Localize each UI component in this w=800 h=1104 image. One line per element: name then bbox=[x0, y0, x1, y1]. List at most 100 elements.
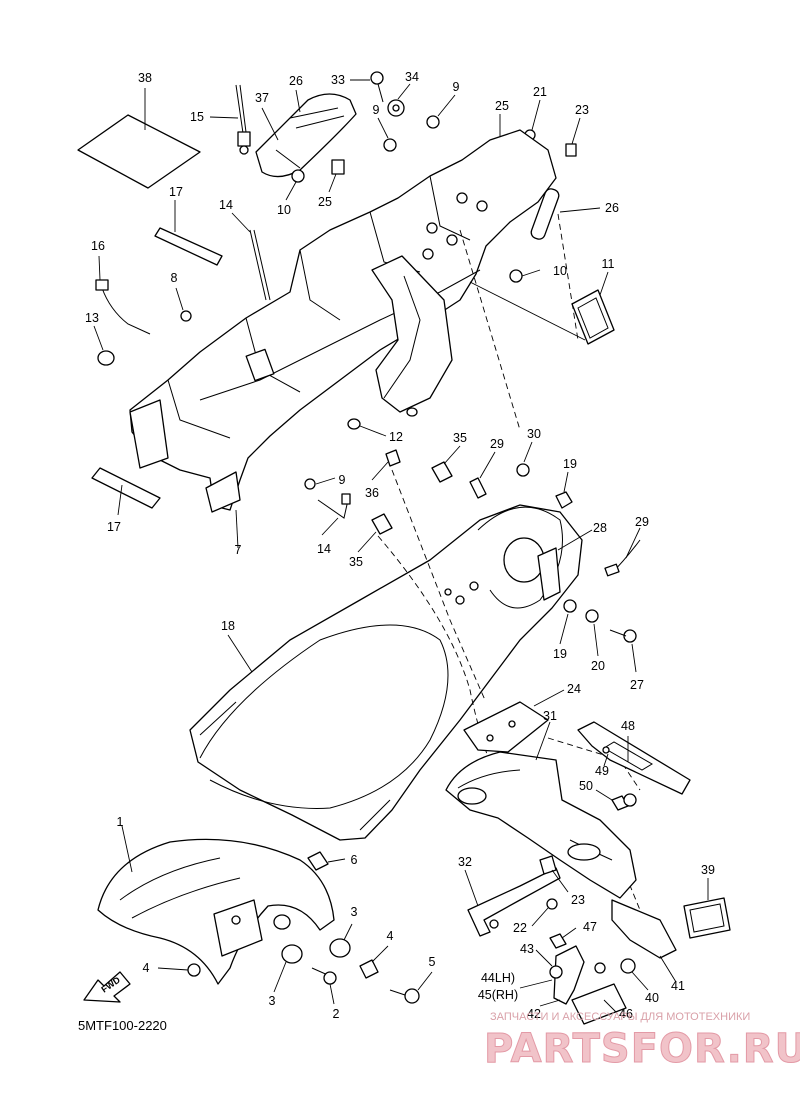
nut-19-lower-part bbox=[559, 599, 577, 645]
bolt-9-lower-part bbox=[304, 477, 336, 490]
clip-36-part bbox=[371, 449, 401, 481]
callout-28: 28 bbox=[593, 521, 607, 535]
reflector-11-part bbox=[571, 271, 615, 345]
callout-46: 46 bbox=[619, 1007, 633, 1021]
callout-13: 13 bbox=[85, 311, 99, 325]
bracket-32-part bbox=[464, 867, 561, 937]
nut-6-part bbox=[307, 851, 346, 871]
callout-26: 26 bbox=[289, 74, 303, 88]
callout-41: 41 bbox=[671, 979, 685, 993]
callout-45-rh: 45(RH) bbox=[478, 988, 518, 1002]
callout-9: 9 bbox=[453, 80, 460, 94]
cover-24-part bbox=[463, 689, 565, 753]
callout-18: 18 bbox=[221, 619, 235, 633]
callout-3: 3 bbox=[351, 905, 358, 919]
callout-17: 17 bbox=[107, 520, 121, 534]
bolt-5-part bbox=[389, 971, 433, 1004]
clip-25-part bbox=[328, 159, 345, 193]
nut-49-part bbox=[602, 746, 610, 767]
callout-10: 10 bbox=[277, 203, 291, 217]
callout-36: 36 bbox=[365, 486, 379, 500]
callout-21: 21 bbox=[533, 85, 547, 99]
callout-7: 7 bbox=[235, 543, 242, 557]
callout-39: 39 bbox=[701, 863, 715, 877]
bolt-42-part bbox=[539, 962, 606, 1007]
front-fender-part bbox=[97, 825, 335, 985]
callout-29: 29 bbox=[635, 515, 649, 529]
bolt-2-part bbox=[311, 967, 337, 1005]
clip-35-lower-part bbox=[357, 513, 393, 553]
callout-27: 27 bbox=[630, 678, 644, 692]
watermark: ЗАПЧАСТИ И АКСЕССУАРЫ ДЛЯ МОТОТЕХНИКИ PA… bbox=[484, 1011, 800, 1073]
damper-12-part bbox=[347, 407, 418, 437]
grommet-10-top-part bbox=[285, 169, 305, 201]
callout-14: 14 bbox=[219, 198, 233, 212]
grommet-30-part bbox=[516, 441, 533, 477]
callout-4: 4 bbox=[387, 929, 394, 943]
callout-48: 48 bbox=[621, 719, 635, 733]
callout-10: 10 bbox=[553, 264, 567, 278]
watermark-brand: PARTSFOR.RU bbox=[484, 1026, 800, 1072]
grommet-10-right-part bbox=[509, 269, 541, 283]
callout-32: 32 bbox=[458, 855, 472, 869]
bolt-9-top-part bbox=[426, 94, 456, 129]
bolt-21-part bbox=[524, 99, 541, 141]
callout-6: 6 bbox=[351, 853, 358, 867]
nut-47-part bbox=[549, 927, 577, 949]
nut-23-lower-part bbox=[539, 855, 569, 893]
strip-lower-part bbox=[91, 467, 161, 516]
bolt-8-part bbox=[175, 287, 192, 322]
callout-26: 26 bbox=[605, 201, 619, 215]
watermark-subtitle: ЗАПЧАСТИ И АКСЕССУАРЫ ДЛЯ МОТОТЕХНИКИ bbox=[490, 1011, 750, 1023]
callout-34: 34 bbox=[405, 70, 419, 84]
callout-50: 50 bbox=[579, 779, 593, 793]
flap-31-part bbox=[445, 721, 637, 899]
callout-25: 25 bbox=[495, 99, 509, 113]
cable-14-lower-part bbox=[317, 493, 351, 536]
callout-31: 31 bbox=[543, 709, 557, 723]
callout-22: 22 bbox=[513, 921, 527, 935]
callout-20: 20 bbox=[591, 659, 605, 673]
callout-9: 9 bbox=[373, 103, 380, 117]
washer-40-part bbox=[620, 958, 649, 991]
callout-49: 49 bbox=[595, 764, 609, 778]
callout-19: 19 bbox=[553, 647, 567, 661]
label-sheet-part bbox=[77, 88, 201, 189]
callout-42: 42 bbox=[527, 1007, 541, 1021]
rear-frame-part bbox=[129, 129, 586, 549]
reflector-39-part bbox=[683, 878, 731, 939]
callout-23: 23 bbox=[571, 893, 585, 907]
callout-35: 35 bbox=[453, 431, 467, 445]
bolt-4-left-part bbox=[157, 963, 201, 977]
strap-26-right-part bbox=[530, 188, 601, 240]
clamp-13-part bbox=[93, 325, 115, 366]
bolt-27-part bbox=[609, 629, 637, 673]
callout-2: 2 bbox=[333, 1007, 340, 1021]
bracket-41-part bbox=[611, 899, 677, 983]
washer-34-part bbox=[387, 83, 411, 117]
callout-11: 11 bbox=[602, 257, 615, 271]
callout-5: 5 bbox=[429, 955, 436, 969]
callout-3: 3 bbox=[269, 994, 276, 1008]
callout-33: 33 bbox=[331, 73, 345, 87]
diagram-code: 5MTF100-2220 bbox=[78, 1018, 167, 1033]
callout-15: 15 bbox=[190, 110, 204, 124]
nut-50-part bbox=[595, 789, 637, 811]
callout-23: 23 bbox=[575, 103, 589, 117]
forward-arrow-icon: FWD bbox=[83, 971, 131, 1003]
callout-25: 25 bbox=[318, 195, 332, 209]
clip-23-top-part bbox=[565, 117, 581, 157]
bolt-9-left-part bbox=[377, 117, 397, 152]
nut-43-part bbox=[535, 949, 563, 979]
cable-14-upper-part bbox=[231, 212, 271, 301]
callout-43: 43 bbox=[520, 942, 534, 956]
callout-1: 1 bbox=[117, 815, 124, 829]
callout-17: 17 bbox=[169, 185, 183, 199]
callout-24: 24 bbox=[567, 682, 581, 696]
callout-8: 8 bbox=[171, 271, 178, 285]
callout-38: 38 bbox=[138, 71, 152, 85]
callout-16: 16 bbox=[91, 239, 105, 253]
callout-12: 12 bbox=[389, 430, 403, 444]
callout-29: 29 bbox=[490, 437, 504, 451]
clip-29-upper-part bbox=[469, 451, 496, 499]
